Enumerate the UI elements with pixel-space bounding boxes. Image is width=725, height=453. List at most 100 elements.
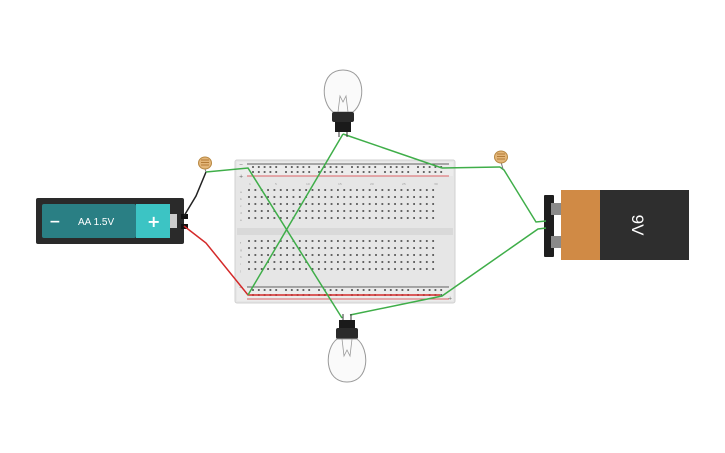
breadboard-hole[interactable] bbox=[384, 289, 386, 291]
breadboard-hole[interactable] bbox=[387, 247, 390, 249]
breadboard-hole[interactable] bbox=[273, 189, 276, 191]
breadboard-hole[interactable] bbox=[389, 166, 392, 168]
breadboard-hole[interactable] bbox=[419, 240, 422, 242]
breadboard-hole[interactable] bbox=[387, 261, 390, 263]
breadboard-hole[interactable] bbox=[375, 247, 377, 249]
breadboard-hole[interactable] bbox=[374, 289, 377, 291]
breadboard-hole[interactable] bbox=[279, 254, 282, 256]
breadboard-hole[interactable] bbox=[324, 261, 327, 263]
breadboard-hole[interactable] bbox=[356, 189, 358, 191]
breadboard-hole[interactable] bbox=[362, 268, 365, 270]
breadboard-hole[interactable] bbox=[434, 171, 437, 173]
breadboard-hole[interactable] bbox=[330, 261, 333, 263]
breadboard-hole[interactable] bbox=[273, 254, 276, 256]
breadboard-hole[interactable] bbox=[252, 171, 254, 173]
breadboard-hole[interactable] bbox=[406, 261, 409, 263]
breadboard-hole[interactable] bbox=[305, 210, 308, 212]
left-photoresistor[interactable] bbox=[198, 156, 212, 173]
breadboard-hole[interactable] bbox=[422, 289, 425, 291]
breadboard-hole[interactable] bbox=[273, 247, 276, 249]
breadboard-hole[interactable] bbox=[275, 166, 278, 168]
breadboard-hole[interactable] bbox=[368, 189, 371, 191]
breadboard-hole[interactable] bbox=[248, 217, 250, 219]
breadboard-hole[interactable] bbox=[263, 166, 266, 168]
breadboard-hole[interactable] bbox=[308, 289, 311, 291]
breadboard-hole[interactable] bbox=[324, 217, 327, 219]
breadboard-hole[interactable] bbox=[387, 189, 390, 191]
breadboard-hole[interactable] bbox=[413, 254, 415, 256]
breadboard-hole[interactable] bbox=[335, 171, 338, 173]
breadboard-hole[interactable] bbox=[267, 210, 269, 212]
breadboard-hole[interactable] bbox=[275, 171, 278, 173]
breadboard-hole[interactable] bbox=[260, 268, 263, 270]
wire-green[interactable] bbox=[247, 133, 344, 296]
breadboard-hole[interactable] bbox=[406, 210, 409, 212]
breadboard-hole[interactable] bbox=[413, 240, 415, 242]
breadboard-hole[interactable] bbox=[337, 196, 339, 198]
breadboard-hole[interactable] bbox=[311, 217, 314, 219]
breadboard-hole[interactable] bbox=[375, 261, 377, 263]
breadboard-hole[interactable] bbox=[248, 254, 250, 256]
breadboard-hole[interactable] bbox=[279, 210, 282, 212]
wires[interactable] bbox=[183, 133, 547, 319]
breadboard-hole[interactable] bbox=[362, 261, 365, 263]
breadboard-hole[interactable] bbox=[311, 254, 314, 256]
breadboard-hole[interactable] bbox=[375, 196, 377, 198]
breadboard-hole[interactable] bbox=[273, 261, 276, 263]
breadboard-hole[interactable] bbox=[267, 240, 269, 242]
breadboard-hole[interactable] bbox=[269, 166, 272, 168]
breadboard-hole[interactable] bbox=[279, 268, 282, 270]
breadboard-hole[interactable] bbox=[311, 203, 314, 205]
breadboard-hole[interactable] bbox=[341, 171, 344, 173]
breadboard-hole[interactable] bbox=[318, 289, 320, 291]
breadboard-hole[interactable] bbox=[434, 166, 437, 168]
breadboard-hole[interactable] bbox=[323, 171, 326, 173]
breadboard-hole[interactable] bbox=[349, 217, 352, 219]
breadboard-hole[interactable] bbox=[317, 210, 320, 212]
breadboard-hole[interactable] bbox=[368, 196, 371, 198]
wire-green[interactable] bbox=[205, 167, 343, 319]
breadboard-hole[interactable] bbox=[401, 289, 404, 291]
breadboard-hole[interactable] bbox=[330, 196, 333, 198]
wire-black[interactable] bbox=[183, 171, 207, 217]
breadboard-hole[interactable] bbox=[292, 268, 295, 270]
breadboard-hole[interactable] bbox=[381, 261, 384, 263]
breadboard-hole[interactable] bbox=[285, 289, 287, 291]
breadboard-hole[interactable] bbox=[362, 289, 365, 291]
breadboard-hole[interactable] bbox=[260, 240, 263, 242]
breadboard-hole[interactable] bbox=[374, 166, 377, 168]
breadboard-hole[interactable] bbox=[394, 196, 396, 198]
breadboard-hole[interactable] bbox=[302, 289, 305, 291]
breadboard-hole[interactable] bbox=[375, 268, 377, 270]
breadboard-hole[interactable] bbox=[337, 210, 339, 212]
breadboard-hole[interactable] bbox=[375, 210, 377, 212]
breadboard-hole[interactable] bbox=[400, 217, 403, 219]
breadboard-hole[interactable] bbox=[341, 166, 344, 168]
breadboard-hole[interactable] bbox=[335, 289, 338, 291]
breadboard-hole[interactable] bbox=[260, 254, 263, 256]
breadboard-hole[interactable] bbox=[254, 268, 257, 270]
breadboard-hole[interactable] bbox=[248, 196, 250, 198]
wire-green[interactable] bbox=[499, 166, 547, 223]
breadboard-hole[interactable] bbox=[317, 196, 320, 198]
breadboard-hole[interactable] bbox=[298, 217, 301, 219]
breadboard-hole[interactable] bbox=[394, 261, 396, 263]
breadboard-hole[interactable] bbox=[407, 289, 410, 291]
breadboard-hole[interactable] bbox=[305, 247, 308, 249]
breadboard-hole[interactable] bbox=[248, 261, 250, 263]
breadboard-hole[interactable] bbox=[279, 240, 282, 242]
breadboard-hole[interactable] bbox=[330, 254, 333, 256]
breadboard-hole[interactable] bbox=[349, 210, 352, 212]
breadboard-hole[interactable] bbox=[248, 203, 250, 205]
breadboard-hole[interactable] bbox=[248, 247, 250, 249]
top-light-bulb[interactable] bbox=[323, 69, 363, 137]
breadboard-hole[interactable] bbox=[279, 261, 282, 263]
breadboard-hole[interactable] bbox=[343, 254, 346, 256]
breadboard-hole[interactable] bbox=[381, 196, 384, 198]
breadboard-hole[interactable] bbox=[318, 166, 320, 168]
breadboard-hole[interactable] bbox=[298, 189, 301, 191]
breadboard-hole[interactable] bbox=[286, 189, 288, 191]
breadboard-hole[interactable] bbox=[362, 166, 365, 168]
breadboard-hole[interactable] bbox=[356, 268, 358, 270]
breadboard-hole[interactable] bbox=[317, 240, 320, 242]
